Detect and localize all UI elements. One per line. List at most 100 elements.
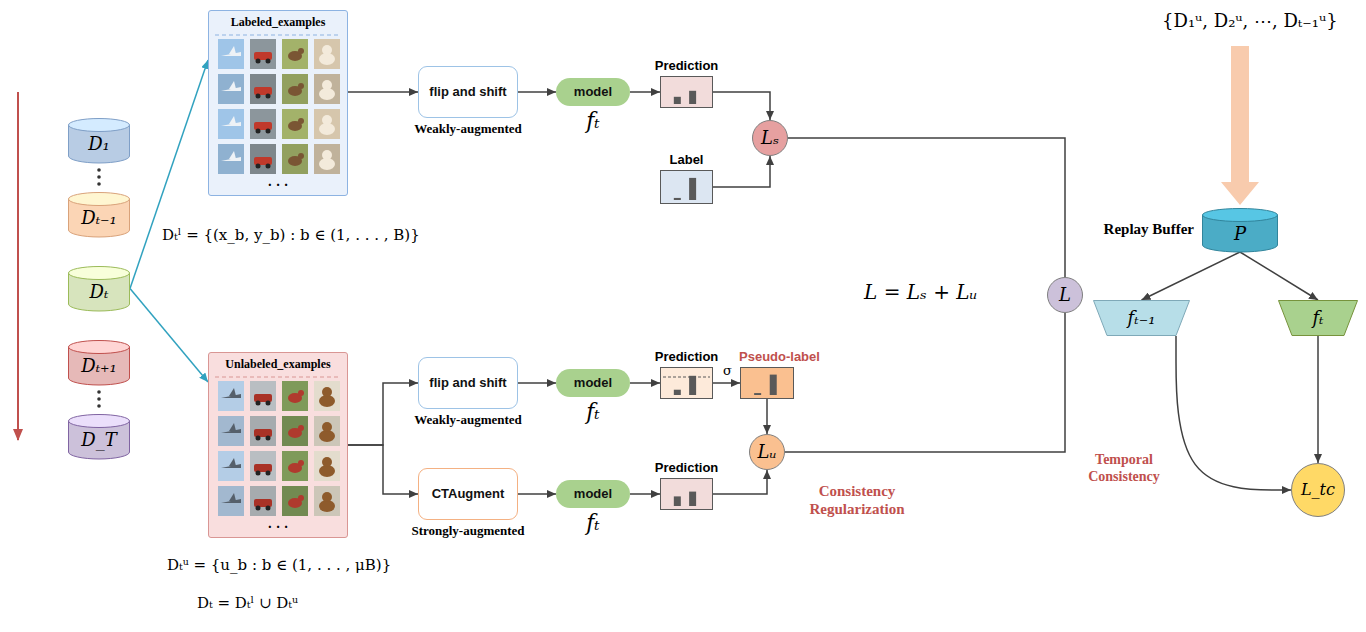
box-label: model (574, 85, 612, 100)
thumbnail-image (314, 39, 340, 69)
thumbnail-image (282, 74, 308, 104)
threshold-line (663, 377, 710, 378)
loss-symbol: L_tc (1301, 481, 1335, 499)
model-symbol: fₜ (586, 510, 600, 535)
dataset-cylinder: Dₜ₋₁ (68, 192, 130, 237)
thumbnail-image (250, 39, 276, 69)
shape-outline (741, 368, 795, 400)
thumbnail-image (314, 451, 340, 481)
connector (518, 91, 556, 93)
thumbnail-image (314, 486, 340, 516)
shape-outline (661, 77, 714, 109)
panel-title: Labeled_examples (231, 11, 326, 33)
connector (713, 92, 770, 120)
set-definition: Dₜˡ = {(x_b, y_b) : b ∈ (1, . . . , B)} (160, 226, 422, 244)
model-box: modelfₜ (556, 369, 630, 397)
ellipsis: · · · (267, 178, 288, 194)
probability-bar (689, 178, 696, 200)
loss-circle: Lₛ (752, 120, 788, 156)
box-label: model (574, 376, 612, 391)
thumbnail-image (218, 416, 244, 446)
caption-text: Weakly-augmented (414, 122, 522, 137)
model-box: modelfₜ (556, 480, 630, 508)
connector (1142, 252, 1241, 300)
probability-bar (689, 376, 696, 395)
dataset-cylinder: D_T (68, 414, 130, 459)
caption-text: Strongly-augmented (411, 524, 524, 539)
box-label: CTAugment (432, 487, 505, 502)
box-label: flip and shift (429, 85, 506, 100)
pseudo-label-box: Pseudo-label (740, 367, 794, 399)
connector (348, 445, 418, 494)
thumbnail-image (314, 416, 340, 446)
shape-outline (661, 368, 714, 400)
node-label: Dₜ₋₁ (81, 208, 117, 229)
dataset-cylinder: Dₜ (68, 266, 130, 311)
connector (518, 382, 556, 384)
box-label: flip and shift (429, 376, 506, 391)
model-trapezoid: fₜ₋₁ (1093, 300, 1190, 336)
model-symbol: fₜ (586, 108, 600, 133)
probability-bar (770, 375, 777, 395)
thumbnail-image (282, 381, 308, 411)
dataset-cylinder: D₁ (68, 118, 130, 163)
shape-outline (209, 353, 349, 539)
thumbnail-image (218, 144, 244, 174)
node-label: Dₜ (90, 282, 109, 303)
thumbnail-image (250, 74, 276, 104)
probability-bar (674, 97, 681, 104)
node-label: D₁ (88, 134, 110, 155)
box-caption: Prediction (655, 461, 719, 476)
node-label: P (1234, 224, 1246, 245)
header-rule (215, 376, 340, 377)
model-symbol: fₜ₋₁ (1128, 308, 1156, 329)
thumbnail-image (314, 74, 340, 104)
connector (1176, 336, 1291, 490)
probability-bar (674, 198, 681, 200)
loss-circle: L (1047, 277, 1083, 313)
header-rule (215, 34, 340, 35)
threshold-symbol: σ (721, 365, 734, 377)
shape-outline (209, 11, 349, 197)
thumbnail-image (250, 109, 276, 139)
thumbnail-image (250, 451, 276, 481)
probability-bar (674, 390, 681, 395)
thumbnail-image (282, 416, 308, 446)
thumbnail-image (314, 144, 340, 174)
connector (788, 138, 1065, 277)
loss-circle: L_tc (1291, 463, 1345, 517)
prediction-box: Prediction (660, 367, 713, 399)
thumbnail-image (218, 451, 244, 481)
replay-buffer: PReplay Buffer (1202, 208, 1278, 252)
augment-box: CTAugmentStrongly-augmented (418, 468, 518, 520)
thumbnail-image (218, 486, 244, 516)
buffer-arrow (1221, 46, 1259, 205)
box-caption: Prediction (655, 350, 719, 365)
connector (348, 383, 418, 445)
connector (713, 470, 767, 494)
loss-formula: L = Lₛ + Lᵤ (862, 280, 980, 304)
shape-outline (661, 479, 714, 511)
probability-bar (689, 492, 696, 506)
set-notation: {D₁ᵘ, D₂ᵘ, ⋯, Dₜ₋₁ᵘ} (1160, 10, 1340, 32)
connector (518, 493, 556, 495)
model-trapezoid: fₜ (1278, 300, 1358, 336)
connector (130, 60, 208, 289)
thumbnail-image (218, 109, 244, 139)
thumbnail-image (218, 381, 244, 411)
augment-box: flip and shiftWeakly-augmented (418, 66, 518, 118)
thumbnail-image (282, 144, 308, 174)
loss-symbol: L (1059, 285, 1071, 306)
connector (785, 313, 1065, 452)
connector (1240, 252, 1318, 300)
image-panel: Labeled_examples · · · (208, 10, 348, 196)
connector (130, 289, 208, 383)
dataset-cylinder: Dₜ₊₁ (68, 340, 130, 385)
thumbnail-image (218, 39, 244, 69)
augment-box: flip and shiftWeakly-augmented (418, 357, 518, 409)
thumbnail-image (250, 486, 276, 516)
box-caption: Prediction (655, 59, 719, 74)
thumbnail-image (314, 381, 340, 411)
annotation: Consistency Regularization (795, 482, 919, 518)
loss-symbol: Lₛ (761, 128, 779, 149)
